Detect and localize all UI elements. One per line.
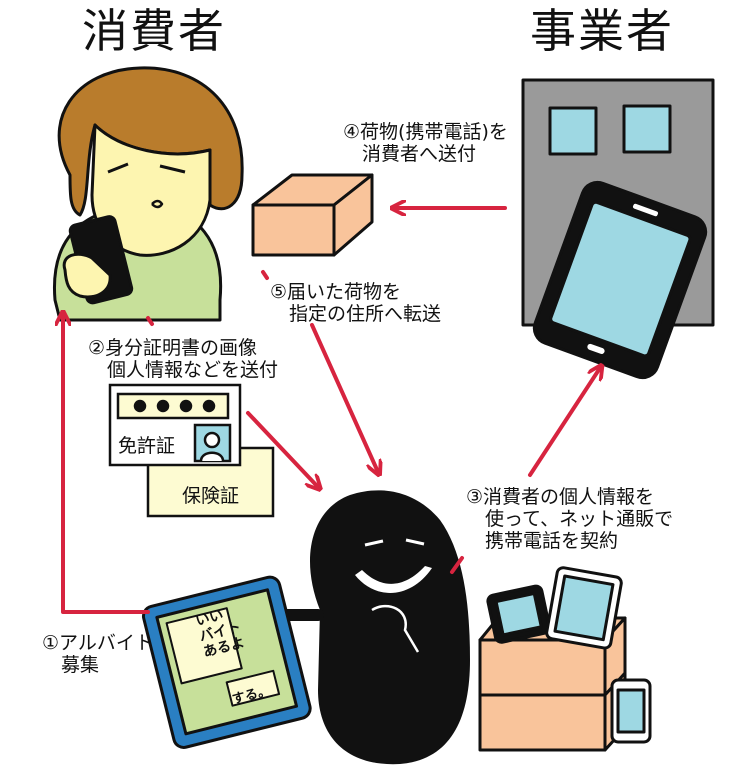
step3-label: ③消費者の個人情報を 使って、ネット通販で 携帯電話を契約 [466, 486, 674, 552]
scammer-hand [371, 604, 420, 653]
consumer-eye-left [107, 162, 129, 174]
consumer-title: 消費者 [82, 4, 226, 58]
arrow-step3-contract [528, 368, 600, 477]
phone-crate [478, 566, 652, 752]
step2-label: ②身分証明書の画像 個人情報などを送付 [88, 337, 279, 381]
business-title: 事業者 [530, 4, 674, 58]
step5-label: ⑤届いた荷物を 指定の住所へ転送 [270, 281, 442, 325]
building-window-right [622, 104, 672, 154]
dash-scammer-right [450, 556, 464, 574]
scammer-grin [355, 566, 432, 593]
arrow-step2-send-docs [246, 411, 318, 487]
step1-label: ①アルバイト 募集 [42, 632, 154, 676]
scammer-body [310, 490, 470, 765]
business-building [521, 78, 715, 380]
arrow-step1-recruit [63, 315, 150, 614]
dash-consumer-bottom [146, 316, 154, 326]
step4-label: ④荷物(携帯電話)を 消費者へ送付 [343, 121, 508, 165]
flow-arrows [63, 208, 600, 614]
license-label: 免許証 [118, 435, 176, 457]
scammer-eye-left [364, 539, 384, 547]
arrow-step5-forward [310, 323, 378, 472]
consumer-figure [52, 66, 244, 322]
dash-box-bottom [261, 270, 269, 280]
chat-bubble-reply [225, 669, 281, 707]
scam-tablet [141, 575, 312, 749]
consumer-hair [57, 66, 244, 217]
parcel-box [251, 173, 374, 257]
consumer-hand [62, 252, 112, 299]
insurance-label: 保険証 [182, 485, 240, 507]
business-smartphone [532, 180, 708, 380]
consumer-eye-right [159, 164, 186, 174]
scammer-eye-right [405, 538, 425, 546]
license-card [108, 383, 242, 467]
chat-bubble-message [165, 607, 243, 685]
building-window-left [548, 106, 598, 156]
scammer-figure [274, 490, 470, 765]
consumer-mouth [151, 199, 164, 209]
